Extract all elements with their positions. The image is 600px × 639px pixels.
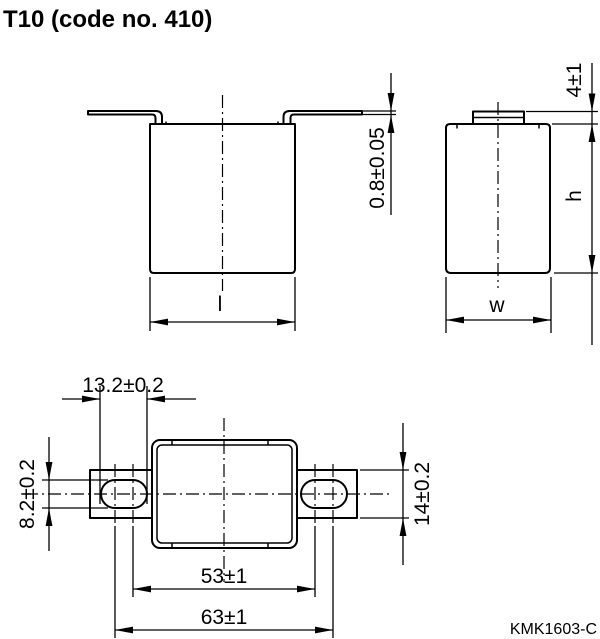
front-body-outline — [149, 123, 296, 274]
dim-h-arrow-up — [588, 124, 596, 142]
dim-w-arrow-right — [533, 316, 551, 324]
dim-l-text: l — [218, 293, 223, 316]
dim-l-arrow-left — [150, 318, 168, 326]
dim-63-arrow-right — [315, 626, 333, 634]
dim-slot-width-extension-lines — [42, 479, 108, 509]
front-right-lead — [282, 110, 363, 125]
dim-4-arrow-down — [588, 93, 596, 112]
dim-slot-length-extension-lines — [99, 386, 148, 504]
dim-63-text: 63±1 — [201, 606, 248, 629]
dim-terminal-width-arrow-bottom — [399, 518, 407, 536]
dim-w-text: w — [488, 294, 505, 317]
top-left-slot — [100, 479, 148, 509]
dim-slot-length-text: 13.2±0.2 — [82, 374, 164, 397]
hole-center-extension-lines — [114, 526, 334, 638]
top-view: 13.2±0.2 8.2±0.2 14±0.2 53±1 63±1 — [16, 374, 434, 638]
dim-w-extension-lines — [445, 277, 552, 333]
top-body-seam-ticks — [171, 440, 269, 548]
dim-53-arrow-left — [133, 585, 151, 593]
front-right-lead-extension-lines — [362, 110, 396, 116]
slot-center-marks — [114, 464, 334, 526]
dim-slot-width-text: 8.2±0.2 — [16, 459, 39, 529]
front-body-top-ticks — [165, 121, 279, 124]
side-view: 4±1 h w — [445, 63, 598, 345]
dim-side-extension-lines — [526, 110, 598, 274]
dim-63-arrow-left — [115, 626, 133, 634]
top-right-slot — [300, 479, 348, 509]
dim-h-arrow-down — [588, 255, 596, 273]
dim-h-text: h — [563, 190, 586, 202]
front-view: l 0.8±0.05 — [87, 73, 396, 331]
dim-lead-thickness-arrow-bottom — [387, 115, 395, 133]
dim-w-arrow-left — [446, 316, 464, 324]
dim-slot-length-arrow-right — [147, 395, 165, 403]
dim-terminal-width-text: 14±0.2 — [411, 462, 434, 526]
dim-slot-width-arrow-bottom — [45, 508, 53, 526]
front-left-lead — [87, 110, 163, 125]
dim-lead-thickness-text: 0.8±0.05 — [366, 127, 389, 209]
dim-slot-width-arrow-top — [45, 462, 53, 480]
page-title: T10 (code no. 410) — [3, 6, 212, 33]
dim-lead-thickness-arrow-top — [387, 93, 395, 111]
dim-terminal-width-arrow-top — [399, 452, 407, 470]
side-body-top-ticks — [456, 124, 540, 129]
dim-l-arrow-right — [277, 318, 295, 326]
dim-terminal-width-extension-lines — [360, 469, 409, 519]
drawing-code: KMK1603-C — [510, 621, 597, 638]
dim-53-text: 53±1 — [201, 565, 248, 588]
side-body-outline — [445, 123, 551, 274]
dim-slot-length-arrow-left — [82, 395, 100, 403]
dim-4-text: 4±1 — [563, 63, 586, 98]
dim-53-arrow-right — [297, 585, 315, 593]
